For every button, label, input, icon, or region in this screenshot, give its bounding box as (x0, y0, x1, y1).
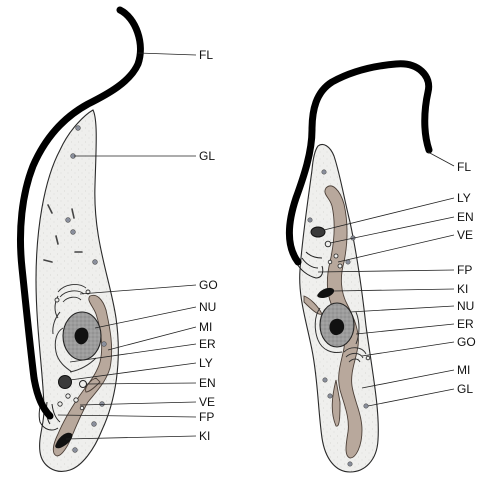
right-label-gl: GL (457, 382, 473, 396)
left-label-ve: VE (199, 395, 215, 409)
right-endosome (324, 240, 332, 248)
right-flagellar-pocket (295, 251, 324, 279)
right-label-ly: LY (457, 191, 471, 205)
right-golgi (343, 347, 371, 363)
right-endoplasmic-reticulum (314, 307, 360, 353)
leader-lines (57, 52, 455, 440)
left-golgi (54, 284, 91, 303)
left-label-mi: MI (199, 320, 212, 334)
left-label-ly: LY (199, 356, 213, 370)
left-cell (16, 6, 144, 472)
left-flagellum (16, 6, 144, 420)
left-kinetoplast (55, 432, 73, 449)
right-label-er: ER (457, 317, 474, 331)
right-nucleolus (329, 318, 345, 336)
left-label-gl: GL (199, 149, 215, 163)
right-label-fp: FP (457, 263, 472, 277)
left-mitochondrion (52, 294, 113, 457)
right-label-nu: NU (457, 299, 474, 313)
right-labels: FL LY EN VE FP KI NU ER GO MI GL (457, 160, 476, 396)
right-label-ki: KI (457, 282, 468, 296)
left-label-ki: KI (199, 429, 210, 443)
left-nucleolus (74, 327, 89, 345)
left-lysosome (58, 375, 72, 389)
right-label-go: GO (457, 335, 476, 349)
right-label-ve: VE (457, 228, 473, 242)
left-endoplasmic-reticulum (52, 311, 97, 373)
right-glycosomes (307, 169, 369, 467)
right-mitochondrion-branch-2 (331, 379, 341, 427)
left-label-fp: FP (199, 410, 214, 424)
right-flagellum (286, 60, 433, 266)
left-vesicles (57, 393, 85, 411)
left-label-fl: FL (199, 48, 213, 62)
left-glycosomes (65, 125, 107, 453)
left-mitochondrion-branch (85, 377, 101, 393)
left-label-en: EN (199, 376, 216, 390)
right-label-fl: FL (457, 160, 471, 174)
left-labels: FL GL GO NU MI ER LY EN VE FP KI (199, 48, 218, 443)
right-vesicles (327, 253, 343, 269)
right-lysosome (310, 226, 326, 238)
right-label-en: EN (457, 210, 474, 224)
right-label-mi: MI (457, 363, 470, 377)
left-label-nu: NU (199, 300, 216, 314)
left-label-er: ER (199, 337, 216, 351)
left-endosome (79, 380, 87, 388)
right-kinetoplast (317, 287, 335, 298)
right-cell (286, 60, 433, 473)
left-label-go: GO (199, 278, 218, 292)
left-microtubule-marks (43, 204, 83, 263)
